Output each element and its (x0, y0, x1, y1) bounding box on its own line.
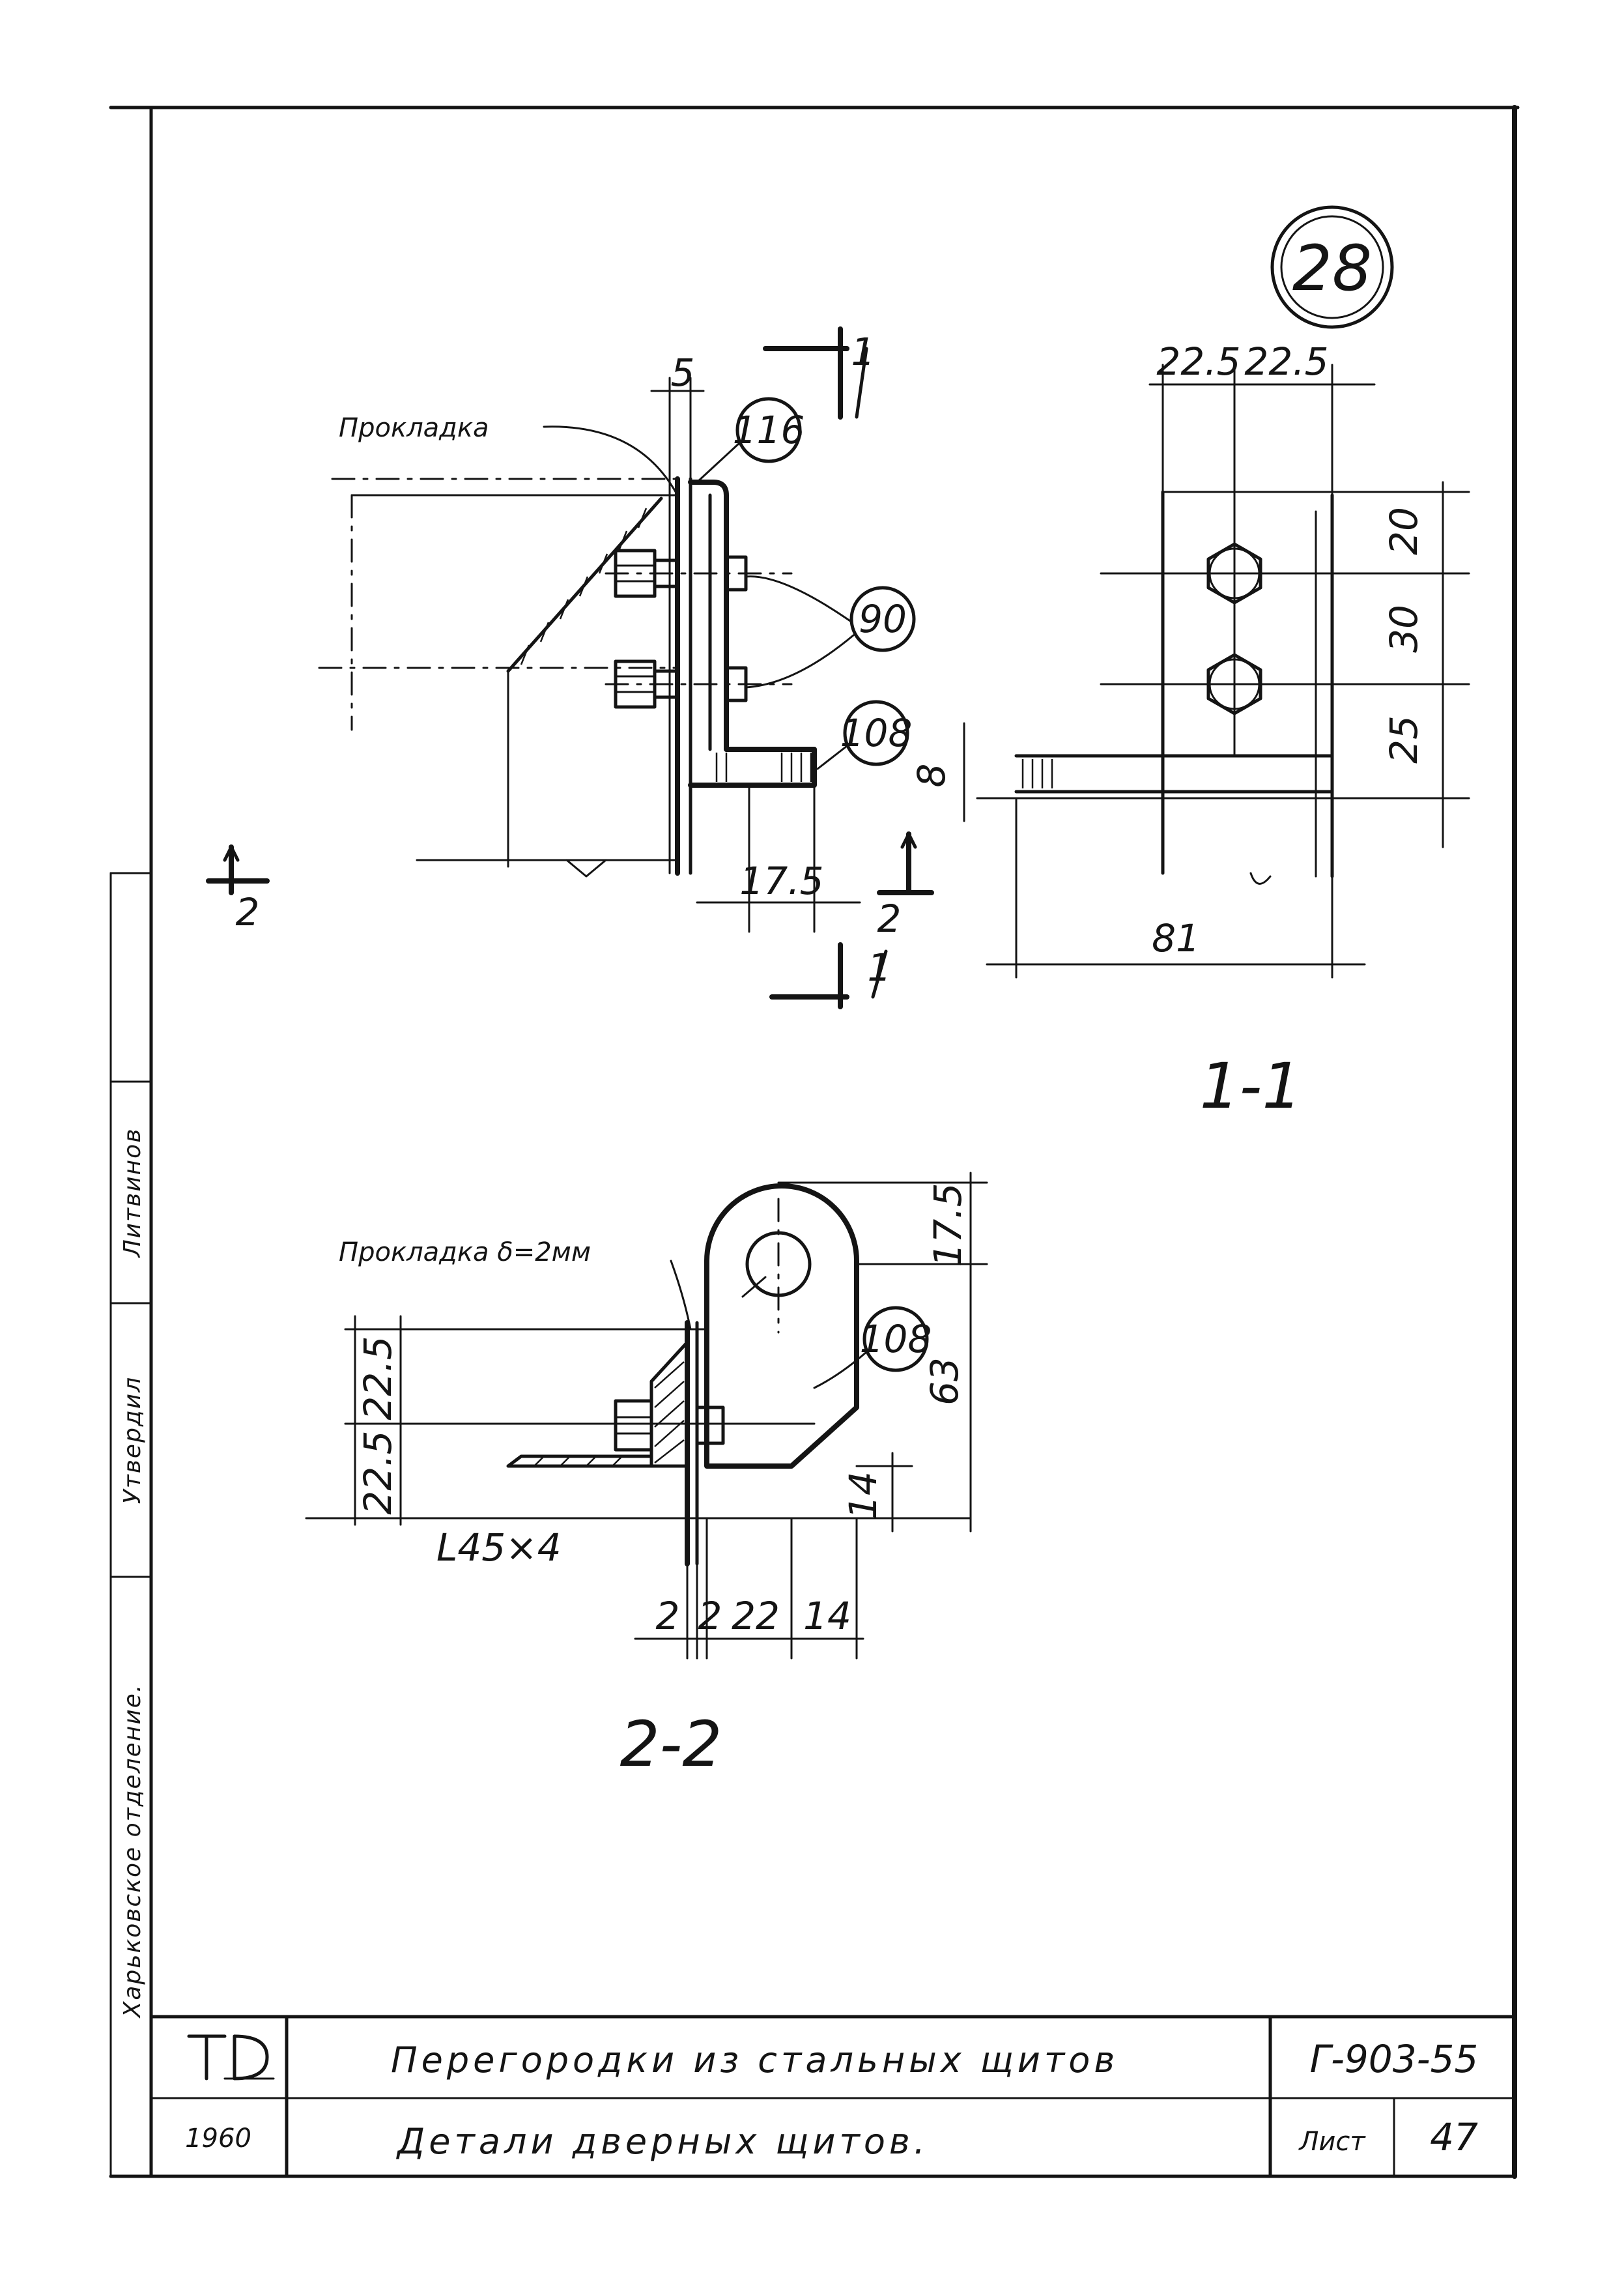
bolt-upper (605, 549, 793, 598)
dim-v11-22-5-b: 22.5 (1244, 339, 1328, 384)
title-block: ТД 1960 Перегородки из стальных щитов Де… (149, 2015, 1517, 2178)
angle-label: L45×4 (436, 1525, 562, 1570)
section-mark-2-right: 2 (877, 831, 934, 941)
dim-v11-81: 81 (1152, 916, 1200, 960)
caption-1-1: 1-1 (1200, 1050, 1302, 1123)
bolt-lower (605, 659, 793, 709)
side-department: Харьковское отделение. (119, 1684, 146, 2019)
series-code: Г-903-55 (1310, 2037, 1479, 2081)
gasket-label-1: Прокладка (339, 413, 489, 443)
dim-v1-5: 5 (671, 351, 695, 395)
callout-108-lower-label: 108 (860, 1317, 932, 1361)
section-mark-2-left-label: 2 (236, 890, 260, 934)
view-main-left: Прокладка 5 1 1 2 (206, 326, 934, 1009)
sheet-number: 47 (1430, 2115, 1478, 2159)
detail-number: 28 (1292, 232, 1372, 305)
view-1-1: 22.5 22.5 20 30 25 8 81 1-1 (909, 339, 1470, 1123)
gasket-label-2: Прокладка δ=2мм (339, 1237, 591, 1267)
caption-2-2: 2-2 (620, 1708, 722, 1781)
callout-90-label: 90 (859, 597, 907, 641)
dim-v22-22: 22 (732, 1594, 780, 1638)
title-line-2: Детали дверных щитов. (396, 2121, 929, 2162)
side-name: Литвинов (119, 1128, 146, 1259)
callout-108-lower: 108 (813, 1306, 932, 1389)
dim-v11-8: 8 (909, 764, 954, 788)
dim-v11-25: 25 (1382, 715, 1426, 764)
side-role: Утвердил (119, 1376, 146, 1504)
dim-v22-14-vertical: 14 (841, 1471, 885, 1520)
callout-116: 116 (696, 397, 805, 483)
dim-v11-22-5-a: 22.5 (1156, 339, 1240, 384)
gusset-hatch (654, 1361, 685, 1463)
bolt-2-2 (605, 1399, 744, 1452)
dim-v22-17-5: 17.5 (926, 1183, 970, 1267)
section-mark-1-bottom-label: 1 (868, 945, 892, 990)
title-line-1: Перегородки из стальных щитов (391, 2039, 1118, 2081)
weld-hatch (520, 508, 648, 665)
dim-v22-2-a: 2 (656, 1594, 680, 1638)
dim-v22-22-5-top: 22.5 (356, 1336, 400, 1420)
sheet-label: Лист (1298, 2127, 1366, 2157)
td-logo: ТД (187, 2034, 275, 2081)
dim-v11-30: 30 (1382, 605, 1426, 653)
detail-number-badge: 28 (1270, 205, 1394, 329)
section-mark-2-right-label: 2 (877, 897, 902, 941)
dim-v22-63: 63 (922, 1357, 967, 1405)
angle-hatch (534, 1456, 623, 1467)
section-mark-1-top-label: 1 (851, 330, 876, 374)
flange-hatch-1-1 (1021, 759, 1053, 788)
dim-v22-2-b: 2 (698, 1594, 722, 1638)
sheet-frame (109, 105, 1520, 2179)
year-label: 1960 (185, 2124, 251, 2154)
section-mark-2-left: 2 (206, 844, 270, 934)
dim-v11-20: 20 (1382, 507, 1426, 555)
dim-v22-14: 14 (803, 1594, 851, 1638)
section-mark-1-bottom: 1 (769, 942, 892, 1009)
callout-108-upper: 108 (816, 700, 913, 770)
side-stamp: Литвинов Утвердил Харьковское отделение. (109, 1080, 152, 2019)
callout-108-upper-label: 108 (840, 711, 913, 755)
dim-v22-22-5-bottom: 22.5 (356, 1430, 400, 1514)
section-mark-1-top: 1 (763, 326, 876, 420)
callout-90: 90 (745, 575, 916, 689)
view-2-2: 22.5 22.5 17.5 63 14 2 2 22 14 Прокладка… (305, 1172, 988, 1781)
flange-hatch (715, 753, 812, 782)
dim-v1-17-5: 17.5 (739, 859, 823, 903)
callout-116-label: 116 (733, 408, 805, 452)
